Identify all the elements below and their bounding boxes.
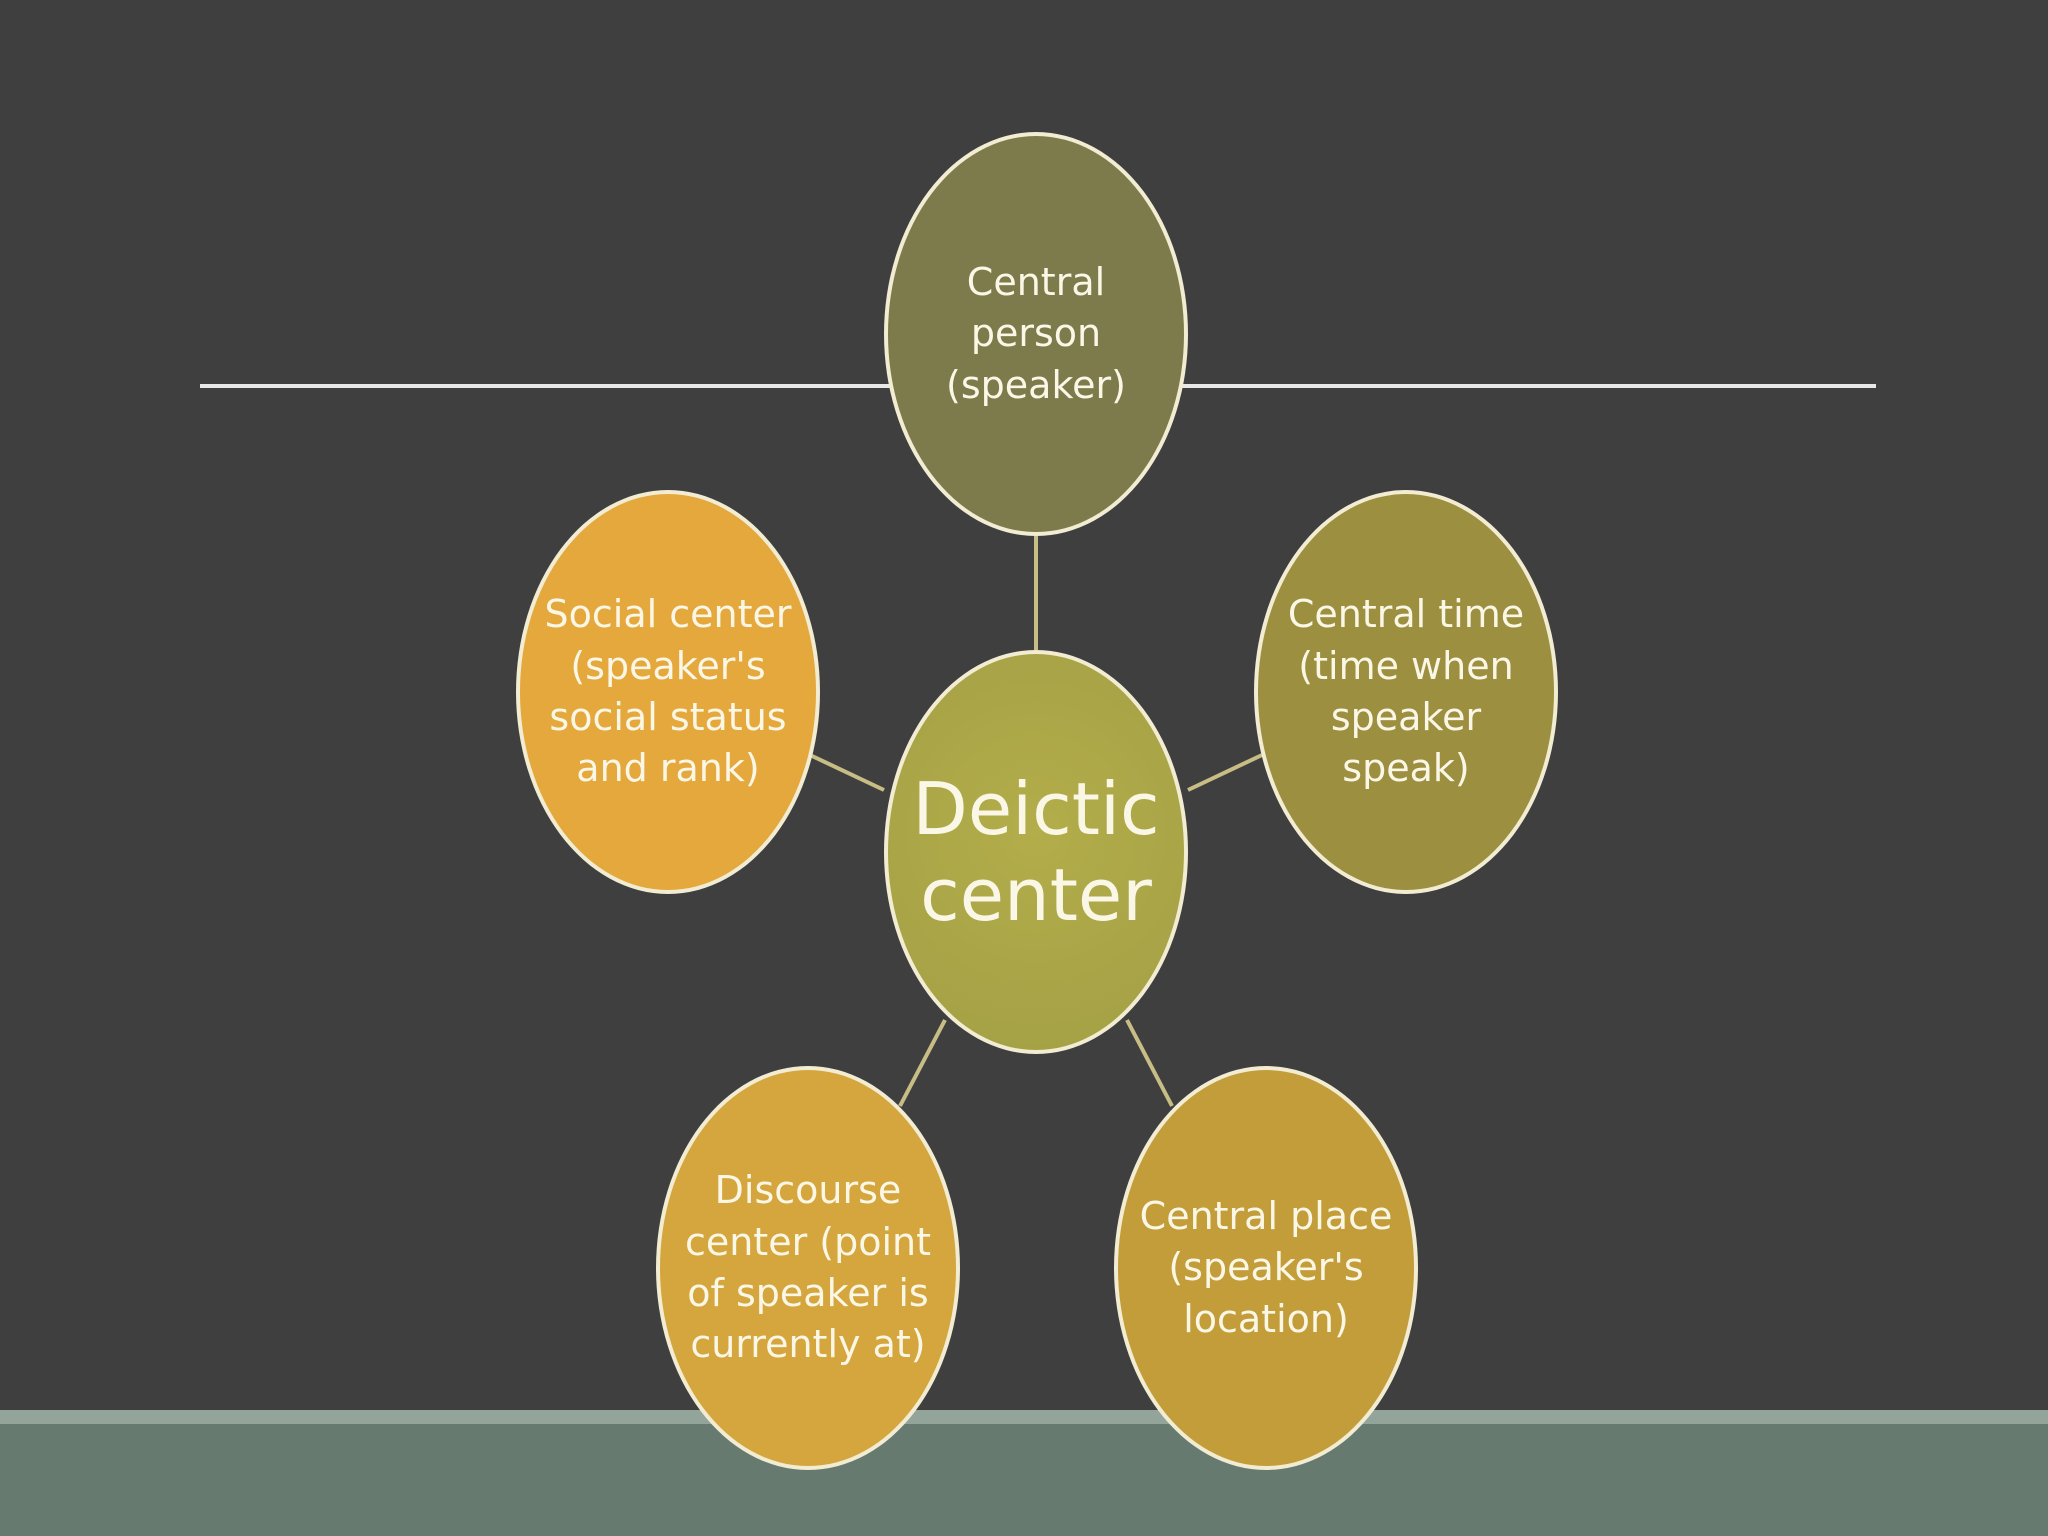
node-central-time-label: Central time (time when speaker speak) [1287, 592, 1525, 791]
footer-band-highlight [0, 1410, 2048, 1424]
connector-bottom-left [898, 1019, 947, 1107]
connector-right [1187, 753, 1263, 792]
footer-band [0, 1410, 2048, 1536]
node-social-center: Social center (speaker's social status a… [516, 490, 820, 894]
connector-bottom-right [1125, 1019, 1174, 1107]
node-central-place: Central place (speaker's location) [1114, 1066, 1418, 1470]
node-discourse-center-label: Discourse center (point of speaker is cu… [684, 1168, 932, 1367]
node-central-time: Central time (time when speaker speak) [1254, 490, 1558, 894]
node-deictic-center: Deictic center [884, 650, 1188, 1054]
connector-left [809, 753, 885, 792]
node-central-person-label: Central person (speaker) [946, 260, 1126, 407]
node-discourse-center: Discourse center (point of speaker is cu… [656, 1066, 960, 1470]
node-central-person: Central person (speaker) [884, 132, 1188, 536]
node-social-center-label: Social center (speaker's social status a… [544, 592, 792, 791]
node-central-place-label: Central place (speaker's location) [1139, 1194, 1393, 1341]
node-deictic-center-label: Deictic center [912, 766, 1160, 937]
